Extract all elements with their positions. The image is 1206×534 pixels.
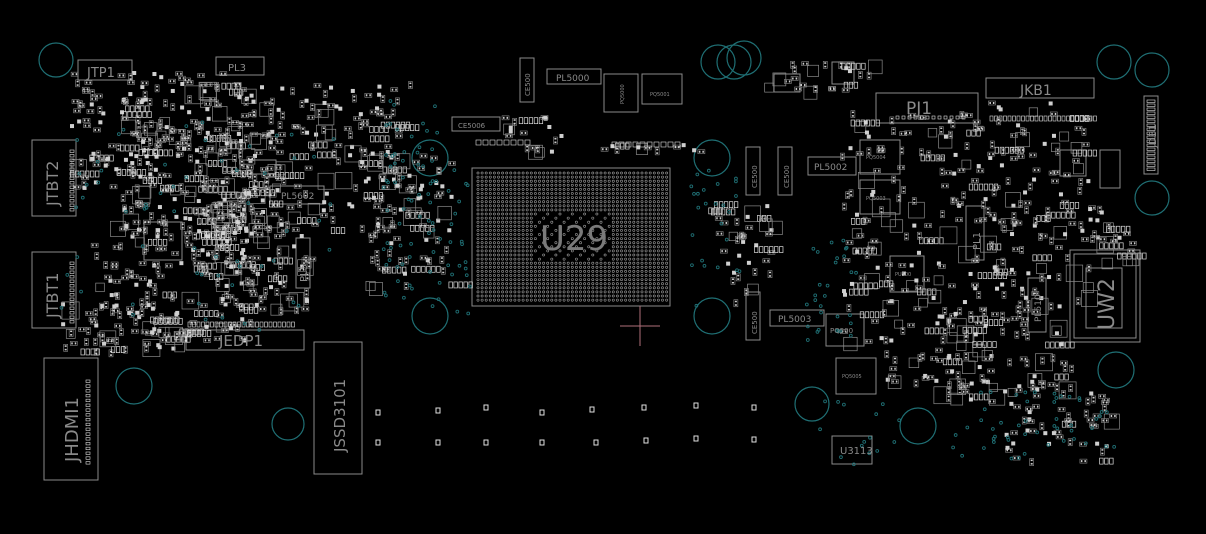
pq5005-outline (835, 357, 877, 395)
mount-hole (700, 44, 736, 80)
u29-outline (471, 167, 671, 307)
mount-hole (411, 139, 449, 177)
label-u3113: U3113 (840, 446, 873, 457)
origin-crosshair (620, 306, 660, 346)
mount-hole (115, 367, 153, 405)
ce500c-outline (777, 146, 793, 196)
pj1-outline (875, 92, 979, 124)
label-jhdmi1: JHDMI1 (62, 397, 83, 463)
jtp1-outline (77, 59, 133, 81)
label-pl5000: PL5000 (556, 74, 590, 84)
pl3-outline (215, 56, 265, 76)
label-jtbt2: JTBT2 (43, 161, 62, 207)
uw2-outline (1069, 249, 1141, 343)
label-uw2: UW2 (1095, 278, 1120, 330)
label-ce500b: CE500 (751, 165, 759, 188)
label-jdb1: JDB1 (1148, 124, 1159, 149)
label-pl5602: PL5602 (281, 192, 314, 202)
ce500d-outline (745, 291, 761, 341)
label-pj1: PJ1 (906, 99, 932, 119)
jkb1-outline (985, 77, 1095, 99)
label-pq5003: PQ5003 (866, 196, 886, 202)
label-pl5100: PL510 (1034, 294, 1044, 322)
label-ce500a: CE500 (524, 73, 532, 96)
jhdmi1-outline (43, 357, 99, 481)
jdb1-outline (1143, 95, 1159, 175)
label-jedp1: JEDP1 (218, 332, 263, 350)
pl5002-outline (807, 156, 857, 176)
jtbt2-outline (31, 139, 77, 217)
label-u29: U29 (540, 219, 608, 259)
ce500a-outline (519, 57, 535, 103)
label-ce5006: CE5006 (458, 122, 486, 130)
ce5006-outline (451, 116, 501, 132)
mount-hole (411, 297, 449, 335)
pq5001-outline (641, 73, 683, 105)
mount-hole (899, 407, 937, 445)
label-jtbt1: JTBT1 (43, 273, 62, 319)
label-pq5001: PQ5001 (650, 92, 670, 98)
jtbt1-outline (31, 251, 77, 329)
u29-ball-grid (476, 171, 669, 302)
via-field (59, 99, 1116, 467)
mount-hole (38, 42, 74, 78)
pq5004-outline (859, 139, 901, 175)
pq500x-outline (825, 313, 865, 347)
pq5000-outline (603, 73, 639, 113)
label-pq5005: PQ5005 (842, 374, 862, 380)
label-ce500c: CE500 (783, 165, 791, 188)
mount-hole (1097, 351, 1135, 389)
mount-hole (693, 139, 731, 177)
u3113-outline (831, 435, 873, 465)
mount-hole (1134, 180, 1170, 216)
label-pl3: PL3 (228, 63, 246, 74)
label-pu500: PU500 (895, 272, 911, 278)
label-pl5002: PL5002 (814, 163, 847, 173)
label-pq5000: PQ5000 (620, 84, 626, 104)
label-pl5003: PL5003 (778, 315, 811, 325)
mount-hole (693, 297, 731, 335)
mount-hole (1096, 44, 1132, 80)
mount-hole (726, 40, 762, 76)
label-jtp1: JTP1 (86, 66, 115, 81)
pu500-outline (889, 255, 925, 293)
label-jssd3101: JSSD3101 (331, 379, 349, 453)
mount-hole (1134, 52, 1170, 88)
label-pl1: PL1 (972, 232, 983, 250)
pl5000-outline (546, 68, 602, 85)
mount-hole (794, 386, 830, 422)
component-footprints (60, 59, 1156, 466)
jssd3101-outline (313, 341, 363, 475)
label-pq500x: PQ500 (830, 327, 853, 335)
pl5003-outline (769, 309, 825, 327)
label-ce500d: CE500 (751, 311, 759, 334)
label-jkb1: JKB1 (1019, 83, 1052, 99)
pl5602-outline (269, 185, 325, 205)
label-pl5: PL5 (299, 264, 310, 282)
label-pq5004: PQ5004 (866, 155, 886, 161)
mount-hole (271, 407, 305, 441)
mount-hole (716, 44, 752, 80)
ce500b-outline (745, 146, 761, 196)
